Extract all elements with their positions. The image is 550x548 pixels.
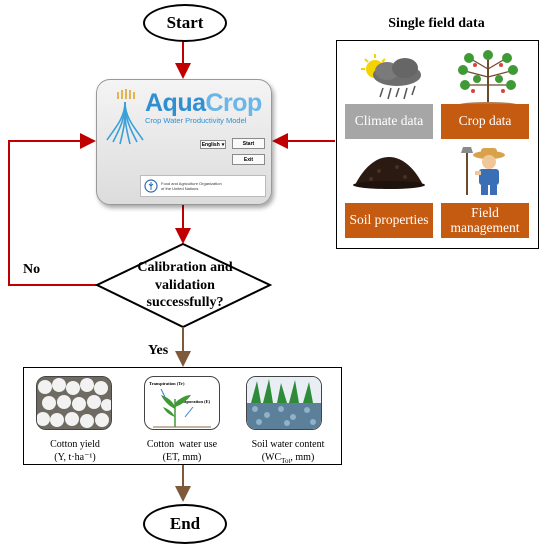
transpiration-label: Transpiration (Tr) xyxy=(149,381,185,386)
start-node: Start xyxy=(143,4,227,42)
aquacrop-brand: AquaCrop xyxy=(145,89,262,118)
app-start-label: Start xyxy=(242,140,255,147)
no-label: No xyxy=(23,262,41,277)
aquacrop-logo-icon xyxy=(106,89,144,145)
soil-water-l1: Soil water content xyxy=(251,439,325,450)
fao-line1: Food and Agriculture Organization xyxy=(161,181,222,186)
results-box: Transpiration (Tr) Evaporation (E) Cotto… xyxy=(23,367,342,465)
soil-water-sub: Tot xyxy=(281,456,291,465)
soil-water-l2: (WCTot, mm) xyxy=(236,452,340,466)
brand-crop: Crop xyxy=(205,89,263,117)
evaporation-label: Evaporation (E) xyxy=(179,399,211,404)
end-label: End xyxy=(169,514,201,533)
chevron-down-icon: ▾ xyxy=(221,141,225,148)
fao-logo-icon xyxy=(144,179,158,193)
water-use-l2: (ET, mm) xyxy=(162,451,202,463)
single-field-data-panel: Climate data Crop data Soil properties F… xyxy=(336,40,539,249)
crop-data-label: Crop data xyxy=(458,113,512,129)
decision-line3: successfully? xyxy=(146,295,224,310)
fao-banner: Food and Agriculture Organization of the… xyxy=(140,175,266,197)
soil-water-post: , mm) xyxy=(290,451,315,463)
cotton-photo xyxy=(36,376,112,430)
soil-water-caption: Soil water content (WCTot, mm) xyxy=(236,439,340,465)
water-use-diagram: Transpiration (Tr) Evaporation (E) xyxy=(144,376,220,430)
soil-pile-icon xyxy=(353,157,425,189)
start-label: Start xyxy=(166,13,204,32)
cotton-yield-l2: (Y, t·ha⁻¹) xyxy=(54,451,96,463)
cloud-rain-sun-icon xyxy=(361,54,421,100)
cotton-bolls-icon xyxy=(37,377,111,429)
plant-et-icon xyxy=(153,388,211,428)
field-management-box: Field management xyxy=(441,203,529,238)
brand-aqua: Aqua xyxy=(145,89,206,117)
cotton-yield-l1: Cotton yield xyxy=(50,439,100,450)
app-exit-label: Exit xyxy=(243,156,254,163)
crop-plant-icon xyxy=(458,50,518,107)
fao-line2: of the United Nations xyxy=(161,186,199,192)
water-use-l1: Cotton water use xyxy=(146,439,218,450)
language-value: English xyxy=(201,141,220,148)
decision-line2: validation xyxy=(155,277,215,293)
end-node: End xyxy=(143,504,227,544)
decision-text: Calibration and validation successfully? xyxy=(105,259,265,312)
soil-water-photo xyxy=(246,376,322,430)
climate-data-label: Climate data xyxy=(354,113,424,129)
climate-data-box: Climate data xyxy=(345,104,433,139)
field-management-label: Field management xyxy=(450,204,520,235)
arrow-no-loop xyxy=(8,133,97,286)
soil-water-pre: (WC xyxy=(261,451,282,463)
app-exit-button[interactable]: Exit xyxy=(232,154,265,165)
soil-properties-label: Soil properties xyxy=(349,212,429,228)
cotton-yield-caption: Cotton yield (Y, t·ha⁻¹) xyxy=(26,439,124,464)
soil-properties-box: Soil properties xyxy=(345,203,433,238)
soil-water-icon xyxy=(247,377,321,429)
farmer-icon xyxy=(461,147,505,195)
app-start-button[interactable]: Start xyxy=(232,138,265,149)
yes-label: Yes xyxy=(148,343,169,358)
crop-data-box: Crop data xyxy=(441,104,529,139)
water-use-caption: Cotton water use (ET, mm) xyxy=(130,439,234,464)
language-select[interactable]: English ▾ xyxy=(200,140,226,149)
aquacrop-subtitle: Crop Water Productivity Model xyxy=(145,116,247,125)
aquacrop-app-window: AquaCrop Crop Water Productivity Model E… xyxy=(96,79,272,205)
decision-line1: Calibration and xyxy=(137,260,233,275)
panel-title: Single field data xyxy=(388,16,485,31)
